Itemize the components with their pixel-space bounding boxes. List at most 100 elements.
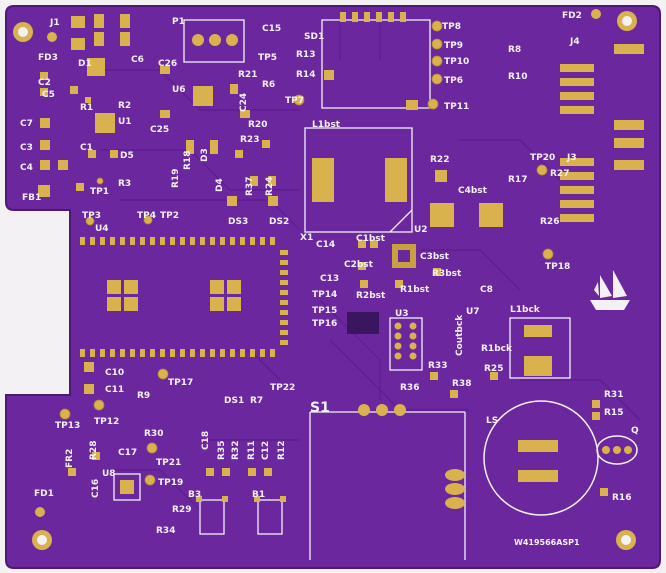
label-c3: C3: [20, 143, 33, 153]
capacitor-c4bst: [430, 170, 503, 227]
label-sd1: SD1: [304, 32, 324, 42]
label-c3bst: C3bst: [420, 252, 450, 262]
label-r7: R7: [250, 396, 263, 406]
label-fd2: FD2: [562, 11, 582, 21]
label-tp7: TP7: [285, 96, 304, 106]
label-u1: U1: [118, 117, 132, 127]
label-p1: P1: [172, 17, 185, 27]
label-c4: C4: [20, 163, 33, 173]
speaker-ls: [483, 400, 599, 516]
label-l1bst: L1bst: [312, 120, 341, 130]
label-tp8: TP8: [442, 22, 461, 32]
label-tp18: TP18: [545, 262, 570, 272]
label-u3: U3: [395, 309, 409, 319]
fiducial-fd2: [591, 9, 601, 19]
connector-j4: [560, 44, 644, 130]
label-c11: C11: [105, 385, 124, 395]
fiducial-fd1: [35, 507, 45, 517]
label-tp19: TP19: [158, 478, 183, 488]
label-c17: C17: [118, 448, 137, 458]
label-c2bst: C2bst: [344, 260, 374, 270]
label-c15: C15: [262, 24, 281, 34]
label-c10: C10: [105, 368, 124, 378]
bottom-resistors: [206, 372, 608, 496]
label-tp10: TP10: [444, 57, 469, 67]
label-r3bst: R3bst: [432, 269, 462, 279]
label-fd1: FD1: [34, 489, 54, 499]
buttons-b1-b3: [196, 496, 286, 535]
label-tp20: TP20: [530, 153, 555, 163]
label-c14: C14: [316, 240, 335, 250]
label-r23: R23: [240, 135, 259, 145]
mounting-holes: [13, 9, 637, 550]
label-fr2: FR2: [65, 449, 75, 468]
label-r1bck: R1bck: [481, 344, 513, 354]
label-c13: C13: [320, 274, 339, 284]
inductor-l1bck: [509, 317, 571, 379]
transistor-q: [596, 435, 638, 465]
connector-u3: [347, 312, 423, 371]
label-r19: R19: [171, 169, 181, 188]
label-c1bst: C1bst: [356, 234, 386, 244]
label-fb1: FB1: [22, 193, 41, 203]
label-tp21: TP21: [156, 458, 181, 468]
label-r15: R15: [604, 408, 623, 418]
label-ds1: DS1: [224, 396, 244, 406]
label-d4: D4: [215, 178, 225, 192]
label-r35: R35: [217, 441, 227, 460]
label-ls: LS: [486, 416, 498, 426]
label-r31: R31: [604, 390, 623, 400]
label-l1bck: L1bck: [510, 305, 541, 315]
label-r26: R26: [540, 217, 559, 227]
label-c16: C16: [91, 479, 101, 498]
switch-s1: [309, 404, 466, 560]
sd-card-sd1: [293, 12, 443, 110]
module-u4: [80, 215, 288, 357]
label-b1: B1: [252, 490, 265, 500]
label-r28: R28: [89, 441, 99, 460]
ship-logo-icon: [590, 270, 630, 310]
label-c25: C25: [150, 125, 169, 135]
label-r1: R1: [80, 103, 93, 113]
label-u6: U6: [172, 85, 186, 95]
label-r33: R33: [428, 361, 447, 371]
inductor-l1bst: [304, 127, 413, 233]
label-r2bst: R2bst: [356, 291, 386, 301]
label-c6: C6: [131, 55, 144, 65]
label-part-number: W419566ASP1: [514, 538, 580, 547]
label-d3: D3: [200, 148, 210, 162]
label-ds3: DS3: [228, 217, 248, 227]
label-r30: R30: [144, 429, 163, 439]
label-r18: R18: [183, 151, 193, 170]
label-c1: C1: [80, 143, 93, 153]
label-r8: R8: [508, 45, 521, 55]
label-tp13: TP13: [55, 421, 80, 431]
label-r22: R22: [430, 155, 449, 165]
label-r32: R32: [231, 441, 241, 460]
label-s1: S1: [310, 400, 330, 416]
connector-j3: [536, 138, 644, 260]
fiducial-fd3: [47, 32, 57, 42]
label-r37: R37: [245, 177, 255, 196]
label-fd3: FD3: [38, 53, 58, 63]
label-r2: R2: [118, 101, 131, 111]
chip-u2: [358, 240, 441, 288]
label-c26: C26: [158, 59, 177, 69]
label-tp14: TP14: [312, 290, 337, 300]
label-d1: D1: [78, 59, 92, 69]
label-tp15: TP15: [312, 306, 337, 316]
label-c18: C18: [201, 431, 211, 450]
label-r21: R21: [238, 70, 257, 80]
label-q: Q: [631, 426, 639, 436]
board-outline: [5, 5, 661, 569]
silkscreen-labels: J1 FD3 D1 C6 C2 C5 C7 R1 R2 U1 C3 C1 D5 …: [20, 11, 639, 547]
label-tp2: TP2: [160, 211, 179, 221]
label-tp6: TP6: [444, 76, 463, 86]
label-r14: R14: [296, 70, 315, 80]
label-j1: J1: [49, 18, 60, 28]
label-tp3: TP3: [82, 211, 101, 221]
label-b3: B3: [188, 490, 201, 500]
label-r27: R27: [550, 169, 569, 179]
label-c8: C8: [480, 285, 493, 295]
